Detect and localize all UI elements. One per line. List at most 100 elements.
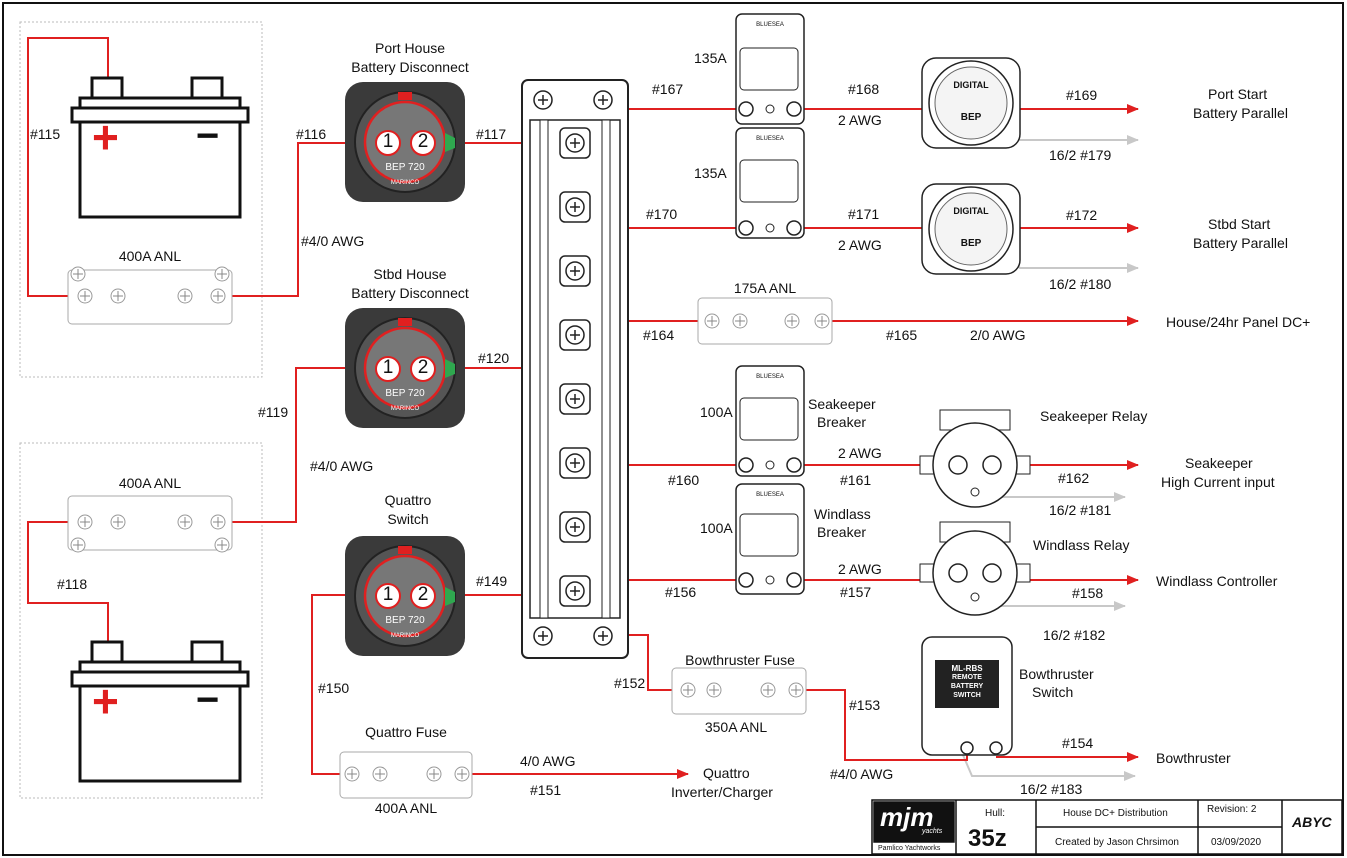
port-battery-switch (345, 82, 465, 202)
quattro-anl-label: 400A ANL (374, 800, 438, 816)
seakeeper-relay (919, 409, 1031, 508)
breaker-4-rating: 100A (700, 520, 733, 536)
wire-label-152: #152 (614, 675, 646, 691)
quattro-battery-switch (345, 536, 465, 656)
wire-label-151: #151 (530, 782, 562, 798)
breaker-2-brand: BLUESEA (756, 136, 784, 142)
bow-anl-label: 350A ANL (704, 719, 768, 735)
bow-fuse-title: Bowthruster Fuse (685, 652, 795, 668)
port-switch-pos1: 1 (382, 131, 394, 152)
quattro-switch-title-1: Quattro (384, 492, 432, 508)
stbd-switch-model: BEP 720 (385, 388, 425, 399)
wire-label-162: #162 (1058, 470, 1090, 486)
wire-153 (796, 689, 968, 761)
dest-stbd-start-1: Stbd Start (1208, 216, 1271, 232)
mlrbs-line-2: REMOTE (952, 674, 982, 681)
gray-label-182: 16/2 #182 (1043, 627, 1106, 643)
stbd-battery-minus: − (196, 678, 220, 722)
stbd-switch-pos2: 2 (417, 357, 429, 378)
quattro-anl-fuse (339, 751, 473, 799)
bowthruster-remote-switch (921, 636, 1013, 756)
dest-port-start-2: Battery Parallel (1193, 105, 1288, 121)
created-by: Created by Jason Chrsimon (1055, 837, 1179, 848)
quattro-switch-model: BEP 720 (385, 615, 425, 626)
windlass-relay (919, 521, 1031, 616)
port-battery-minus: − (196, 114, 220, 158)
drawing-title: House DC+ Distribution (1063, 808, 1168, 819)
wire-116 (218, 142, 372, 297)
title-block (871, 799, 1343, 855)
dest-port-start-1: Port Start (1208, 86, 1268, 102)
dest-house-panel: House/24hr Panel DC+ (1166, 314, 1311, 330)
bow-switch-label-2: Switch (1032, 684, 1074, 700)
mlrbs-line-4: SWITCH (953, 692, 981, 699)
dest-quattro-1: Quattro (703, 765, 750, 781)
wire-label-169: #169 (1066, 87, 1098, 103)
wire-label-164: #164 (643, 327, 675, 343)
awg-label-port: #4/0 AWG (301, 233, 365, 249)
breaker-2-rating: 135A (694, 165, 727, 181)
wire-115 (27, 37, 109, 297)
stbd-battery (70, 640, 250, 783)
vsr-stbd-logo: BEP (960, 238, 982, 249)
windlass-relay-label: Windlass Relay (1033, 537, 1130, 553)
breaker-3-name-2: Breaker (817, 414, 867, 430)
wire-label-118: #118 (57, 576, 88, 592)
vsr-port (921, 57, 1021, 149)
breaker-100a-seakeeper (735, 365, 805, 477)
wire-label-167: #167 (652, 81, 684, 97)
mlrbs-line-3: BATTERY (950, 683, 984, 690)
port-switch-pos2: 2 (417, 131, 429, 152)
stbd-switch-brand: MARINCO (390, 406, 420, 412)
wire-label-115: #115 (30, 126, 61, 142)
hull-label: Hull: (985, 808, 1006, 819)
stbd-switch-title-2: Battery Disconnect (351, 285, 469, 301)
gray-label-183: 16/2 #183 (1020, 781, 1083, 797)
wire-label-157: #157 (840, 584, 872, 600)
house-anl-fuse (697, 297, 833, 345)
dest-seakeeper-1: Seakeeper (1185, 455, 1253, 471)
breaker-4-brand: BLUESEA (756, 492, 784, 498)
breaker-100a-windlass (735, 483, 805, 595)
gray-label-179: 16/2 #179 (1049, 147, 1112, 163)
wire-label-170: #170 (646, 206, 678, 222)
wire-label-165: #165 (886, 327, 918, 343)
port-battery-box (19, 21, 263, 378)
wire-label-172: #172 (1066, 207, 1098, 223)
stbd-anl-label: 400A ANL (118, 475, 182, 491)
stbd-switch-pos1: 1 (382, 357, 394, 378)
breaker-3-name-1: Seakeeper (808, 396, 876, 412)
wire-label-120: #120 (478, 350, 510, 366)
quattro-fuse-title: Quattro Fuse (365, 724, 447, 740)
wire-label-156: #156 (665, 584, 697, 600)
port-anl-fuse (67, 266, 233, 325)
vsr-stbd-brand: DIGITAL (953, 206, 989, 216)
awg-label-171: 2 AWG (838, 237, 882, 253)
wire-label-161: #161 (840, 472, 872, 488)
drawing-date: 03/09/2020 (1211, 837, 1262, 848)
house-anl-label: 175A ANL (733, 280, 797, 296)
wire-label-119: #119 (258, 404, 289, 420)
awg-label-165: 2/0 AWG (970, 327, 1026, 343)
wire-label-149: #149 (476, 573, 508, 589)
stbd-switch-title-1: Stbd House (373, 266, 447, 282)
mlrbs-line-1: ML-RBS (951, 664, 983, 673)
stbd-battery-switch (345, 308, 465, 428)
seakeeper-relay-label: Seakeeper Relay (1040, 408, 1148, 424)
wire-180 (1011, 259, 1139, 273)
vsr-port-brand: DIGITAL (953, 80, 989, 90)
awg-label-168: 2 AWG (838, 112, 882, 128)
awg-label-stbd: #4/0 AWG (310, 458, 374, 474)
port-switch-brand: MARINCO (390, 180, 420, 186)
wire-150 (311, 594, 372, 775)
vsr-port-logo: BEP (960, 112, 982, 123)
breaker-4-name-1: Windlass (814, 506, 871, 522)
stbd-battery-box (19, 442, 263, 799)
port-switch-model: BEP 720 (385, 162, 425, 173)
awg-label-161: 2 AWG (838, 445, 882, 461)
company-name: Pamlico Yachtworks (878, 845, 941, 852)
stbd-anl-fuse (67, 495, 233, 553)
abyc-logo: ABYC (1292, 814, 1332, 830)
stbd-battery-plus: + (92, 675, 119, 727)
